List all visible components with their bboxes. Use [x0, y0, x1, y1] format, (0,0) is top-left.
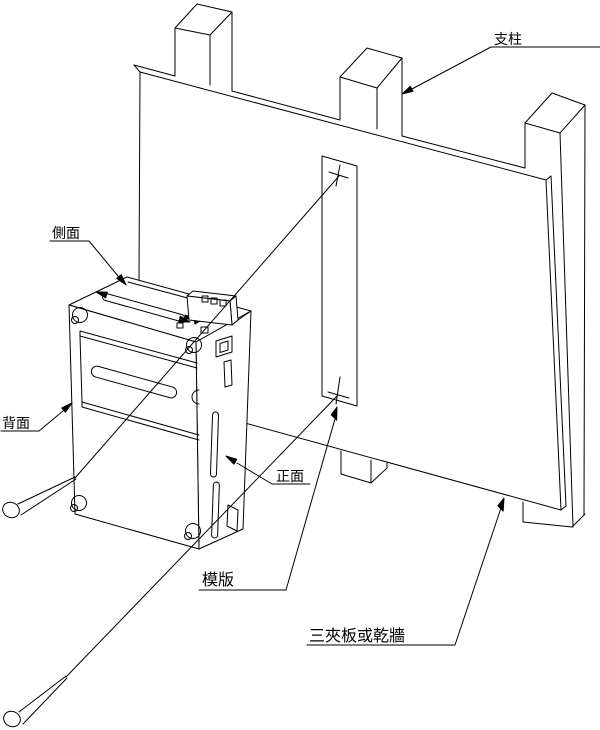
label-pillar: 支柱 — [494, 32, 522, 48]
wall-left-end-edge — [133, 64, 141, 73]
template-outline — [321, 155, 358, 407]
wall-right-back-edge — [550, 175, 567, 507]
wall-top-front-edge — [139, 71, 547, 181]
wall-top-back-edge — [133, 64, 526, 169]
label-template: 模版 — [202, 570, 234, 589]
wall-left-edge — [138, 71, 141, 282]
post-bottom-middle-stub — [340, 450, 388, 484]
back-panel-notch — [191, 389, 200, 405]
callout-front-face — [225, 455, 311, 485]
top-slot-arrow-left — [95, 291, 108, 299]
mounting-screws — [2, 175, 340, 728]
label-front-face: 正面 — [276, 469, 304, 485]
template-plate — [321, 155, 358, 407]
labels: 支柱 側面 背面 正面 模版 三夾板或乾牆 — [2, 32, 522, 645]
post-top-left — [174, 3, 233, 92]
screw-lower-alignment-line — [65, 394, 339, 678]
callout-pillar — [401, 46, 600, 95]
top-face-mark-square-2 — [200, 326, 209, 334]
device-top-bracket — [186, 290, 252, 326]
callout-template — [198, 406, 338, 591]
wall-right-top-connector — [545, 175, 552, 181]
bracket-hole-3 — [219, 299, 227, 307]
device-back-face — [68, 304, 200, 550]
callout-back-face — [0, 402, 73, 432]
posts — [174, 3, 586, 528]
front-port-outer — [215, 335, 233, 358]
front-port-inner — [219, 340, 229, 353]
front-small-slot — [223, 359, 233, 388]
front-long-slot-1 — [209, 411, 220, 478]
screw-upper — [2, 175, 340, 519]
top-face-mark-square-1 — [176, 322, 184, 329]
label-side-face: 側面 — [52, 226, 80, 242]
screw-lower — [3, 394, 339, 728]
callout-side-face — [49, 240, 127, 286]
post-top-middle — [339, 47, 403, 137]
label-back-face: 背面 — [2, 416, 30, 432]
callouts — [0, 46, 600, 646]
post-top-right-bottom-stub — [522, 501, 586, 528]
bracket-hole-2 — [210, 297, 218, 305]
post-top-right — [522, 92, 586, 528]
wall-right-bottom-connector — [560, 505, 567, 511]
device-front-face-details — [209, 335, 239, 539]
template-top-crosshair — [328, 164, 349, 187]
device-corner-holes — [70, 307, 202, 540]
callout-board — [306, 497, 505, 646]
device-back-panel — [79, 330, 200, 441]
screw-upper-alignment-line — [74, 175, 340, 479]
wall-right-front-edge — [545, 179, 562, 511]
back-panel-handle-slot — [90, 365, 178, 399]
device-unit — [68, 276, 252, 550]
bracket-hole-1 — [201, 295, 209, 303]
wall-bottom-edge — [244, 422, 562, 511]
front-bottom-tab — [226, 504, 239, 532]
front-long-slot-2 — [211, 481, 220, 539]
label-board: 三夾板或乾牆 — [309, 626, 405, 645]
top-slot-arrow-right — [178, 315, 191, 323]
